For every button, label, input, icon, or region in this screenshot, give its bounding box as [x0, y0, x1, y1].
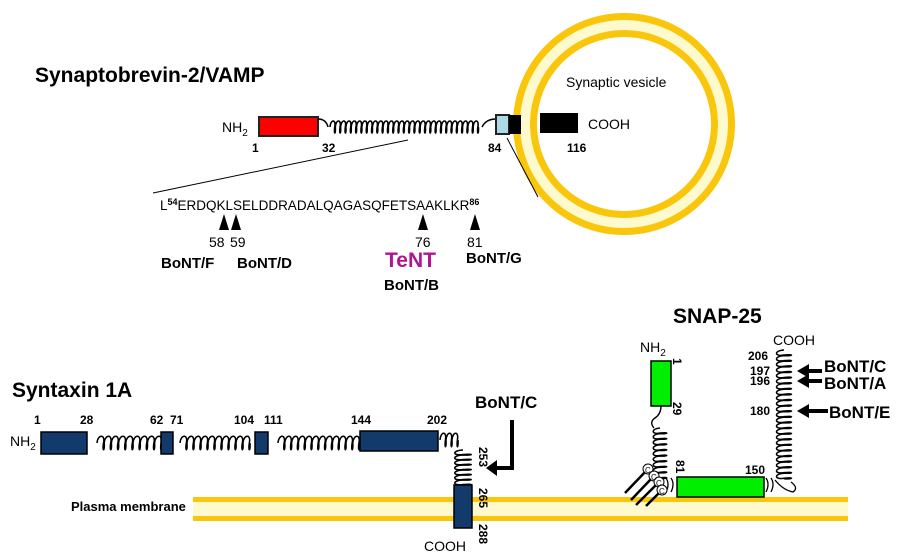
vamp-snare-coil: [329, 120, 480, 134]
snap25-n-terminal-helix: [650, 360, 672, 407]
snap25-residue: 81: [673, 460, 687, 474]
vamp-residue: 84: [488, 141, 502, 155]
syntaxin-residue: 71: [170, 413, 184, 427]
snap25-arrow-bont-a: [797, 374, 822, 388]
toxin-bont-g: BoNT/G: [466, 250, 522, 267]
vamp-tm-domain-outer: [509, 115, 521, 134]
syntaxin-residue: 62: [150, 413, 164, 427]
synaptic-vesicle: [513, 13, 735, 235]
palmitoyl-c: C: [659, 487, 665, 496]
syntaxin-residue: 1: [34, 413, 41, 427]
vamp-residue: 1: [252, 141, 259, 155]
vesicle-label: Synaptic vesicle: [566, 74, 667, 90]
snap25-residue: 150: [745, 463, 765, 477]
snap25-arrow-bont-e: [797, 404, 828, 418]
zoom-line-left: [152, 139, 409, 194]
syntaxin-residue: 288: [476, 524, 490, 544]
syntaxin-residue: 253: [476, 447, 490, 467]
toxin-tent: TeNT: [385, 249, 436, 272]
syntaxin-tm-domain: [453, 484, 473, 529]
cleavage-residue: 58: [209, 234, 225, 250]
snap25-residue: 206: [748, 349, 768, 363]
cleavage-marker-58: [219, 214, 229, 230]
plasma-membrane: [193, 497, 848, 521]
syntaxin-residue: 202: [427, 413, 447, 427]
snap25-toxin-bont-a: BoNT/A: [824, 374, 886, 393]
syntaxin-coil-ha: [96, 435, 163, 451]
plasma-membrane-label: Plasma membrane: [71, 499, 186, 514]
cleavage-marker-81: [470, 214, 480, 230]
syntaxin-habc-start: [40, 431, 88, 455]
zoom-line-right: [506, 137, 539, 198]
palmitoyl-c: C: [656, 479, 662, 488]
vamp-cooh-label: COOH: [588, 116, 630, 132]
toxin-bont-d: BoNT/D: [237, 255, 292, 272]
syntaxin-residue: 111: [264, 413, 283, 427]
cleavage-marker-76: [418, 214, 428, 230]
cleavage-marker-59: [231, 214, 241, 230]
snap25-residue: 197: [750, 364, 770, 378]
palmitoyl-c: C: [645, 466, 651, 475]
syntaxin-residue: 28: [80, 413, 94, 427]
snap25-arrow-bont-c: [797, 364, 822, 378]
snap25-residue: 29: [670, 402, 684, 416]
snap25-toxin-bont-c: BoNT/C: [824, 357, 886, 376]
vamp-n-terminal-domain: [258, 116, 319, 137]
snap25-residue: 1: [670, 358, 684, 365]
snap25-residue: 180: [750, 404, 770, 418]
snap25-residue: 196: [750, 374, 770, 388]
syntaxin-cooh-label: COOH: [424, 538, 466, 554]
syntaxin-linker-1: [160, 431, 174, 455]
snap25-nh2-label: NH2: [640, 339, 666, 359]
palmitoyl-c: C: [651, 473, 657, 482]
syntaxin-snare-coil: [439, 432, 472, 486]
syntaxin-title: Syntaxin 1A: [12, 379, 132, 402]
vamp-nh2-label: NH2: [222, 119, 248, 139]
syntaxin-linker-3: [359, 430, 439, 452]
vamp-title: Synaptobrevin-2/VAMP: [35, 64, 264, 87]
palmitoyl-anchors: [624, 463, 668, 507]
vamp-sequence: L54ERDQKLSELDDRADALQAGASQFETSAAKLKR86: [160, 197, 479, 213]
snap25-cooh-label: COOH: [773, 332, 815, 348]
syntaxin-coil-hc: [277, 435, 361, 451]
snap25-snare-coil-2: [775, 349, 793, 480]
syntaxin-toxin-bont-c: BoNT/C: [475, 393, 537, 412]
snap25-linker-domain: [676, 476, 765, 498]
snap25-title: SNAP-25: [673, 305, 762, 328]
vamp-tm-domain-inner: [540, 113, 578, 133]
toxin-bont-f: BoNT/F: [161, 255, 214, 272]
cleavage-residue: 81: [467, 234, 483, 250]
vamp-juxtamembrane-domain: [495, 114, 510, 135]
syntaxin-nh2-label: NH2: [10, 433, 36, 453]
syntaxin-coil-hb: [179, 435, 251, 451]
vamp-residue: 32: [322, 141, 336, 155]
snap25-snare-coil-1: [652, 427, 668, 480]
cleavage-residue: 59: [230, 234, 246, 250]
snap25-toxin-bont-e: BoNT/E: [829, 403, 890, 422]
syntaxin-residue: 104: [234, 413, 254, 427]
vamp-residue: 116: [567, 141, 587, 155]
toxin-bont-b: BoNT/B: [384, 277, 439, 294]
syntaxin-residue: 144: [351, 413, 371, 427]
syntaxin-cleavage-arrow: [486, 420, 514, 476]
syntaxin-linker-2: [254, 431, 269, 455]
syntaxin-residue: 265: [476, 488, 490, 508]
cleavage-residue: 76: [415, 234, 431, 250]
